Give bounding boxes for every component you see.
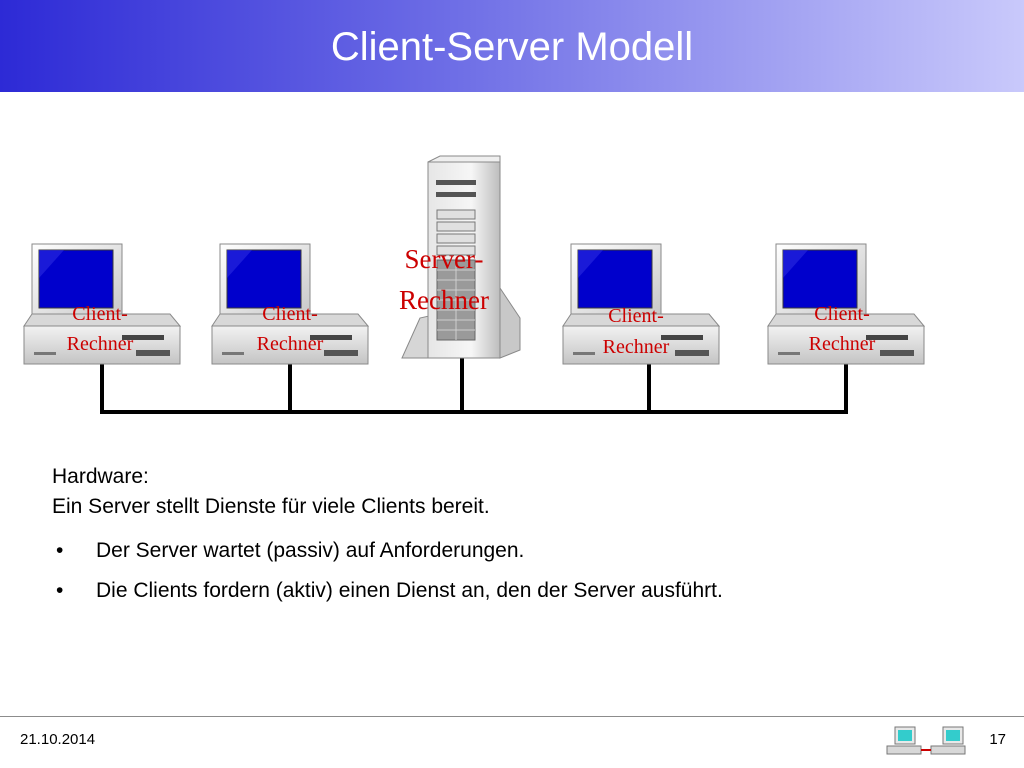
server-label-line2: Rechner [399, 285, 489, 315]
client-label-line2: Rechner [603, 336, 670, 358]
content-intro: Ein Server stellt Dienste für viele Clie… [52, 495, 490, 518]
server-tower-icon [401, 155, 521, 359]
client-label-line1: Client- [814, 303, 870, 325]
network-computers-icon [886, 726, 966, 755]
client-server-diagram: Server- Rechner Client- Rechner Client- … [23, 155, 925, 414]
footer-date: 21.10.2014 [20, 731, 96, 748]
slide-title: Client-Server Modell [330, 25, 694, 69]
client-label-line2: Rechner [257, 333, 324, 355]
bullet-text: Der Server wartet (passiv) auf Anforderu… [96, 539, 525, 562]
page-number: 17 [989, 731, 1006, 748]
client-label-line2: Rechner [67, 333, 134, 355]
bullet-icon: • [56, 539, 64, 562]
client-label-line1: Client- [608, 305, 664, 327]
bullet-text: Die Clients fordern (aktiv) einen Dienst… [96, 579, 723, 602]
bullet-list: • Der Server wartet (passiv) auf Anforde… [52, 536, 982, 606]
bullet-icon: • [56, 579, 64, 602]
client-label-line1: Client- [262, 303, 318, 325]
content-heading: Hardware: [52, 465, 149, 488]
slide-body: Hardware: Ein Server stellt Dienste für … [52, 462, 982, 616]
footer-divider [0, 716, 1024, 717]
title-bar: Client-Server Modell [0, 0, 1024, 92]
network-cable [100, 358, 848, 414]
server-label-line1: Server- [405, 244, 484, 274]
client-label-line1: Client- [72, 303, 128, 325]
bullet-item: • Der Server wartet (passiv) auf Anforde… [52, 536, 982, 566]
bullet-item: • Die Clients fordern (aktiv) einen Dien… [52, 576, 982, 606]
client-label-line2: Rechner [809, 333, 876, 355]
